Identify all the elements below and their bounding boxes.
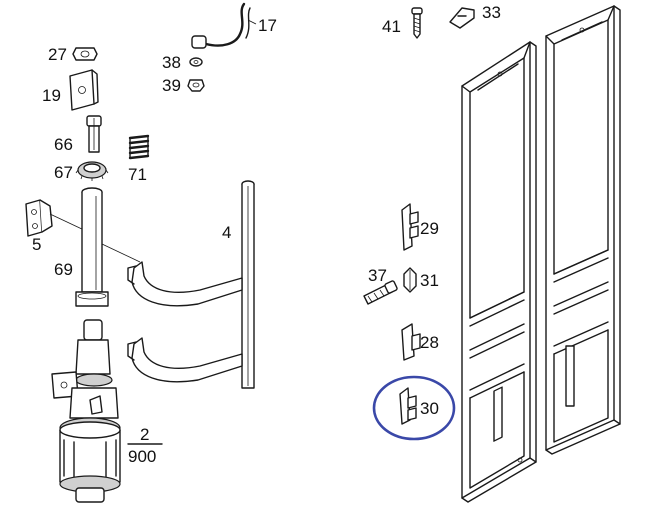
callout-67: 67 [54,163,73,182]
callout-2: 2 [140,425,149,444]
part-30-bracket [399,387,417,425]
part-37-bolt [363,280,398,305]
callout-19: 19 [42,86,61,105]
callout-69: 69 [54,260,73,279]
callout-33: 33 [482,3,501,22]
part-39-nut [187,79,205,92]
part-41-screw [411,7,423,39]
frame-rear [545,5,621,455]
callout-66: 66 [54,135,73,154]
callout-31: 31 [420,271,439,290]
part-29-bracket [401,203,419,251]
frame-front [461,41,537,503]
part-2-900-cylinder-assembly [51,319,121,503]
callout-38: 38 [162,53,181,72]
part-67-gear-washer [75,161,109,181]
callout-4: 4 [222,223,231,242]
highlight-circle-30 [372,375,456,441]
part-33-clip [449,7,475,29]
callout-41: 41 [382,17,401,36]
part-69-tube [75,187,141,307]
callout-900: 900 [128,447,156,466]
callout-17: 17 [258,16,277,35]
part-27-nut [72,47,98,61]
part-5-hinge-bracket [25,199,85,237]
part-19-bracket [69,69,99,111]
callout-39: 39 [162,76,181,95]
callout-28: 28 [420,333,439,352]
part-17-hose [191,2,257,49]
part-31-clip [403,267,417,293]
part-28-bracket [401,323,421,361]
callout-71: 71 [128,165,147,184]
callout-5: 5 [32,235,41,254]
callout-29: 29 [420,219,439,238]
callout-27: 27 [48,45,67,64]
callout-37: 37 [368,266,387,285]
part-66-plunger [86,115,102,153]
callout-30: 30 [420,399,439,418]
part-38-washer [189,57,203,67]
part-4-ladder-frame [127,180,255,389]
part-71-spring [128,134,150,160]
